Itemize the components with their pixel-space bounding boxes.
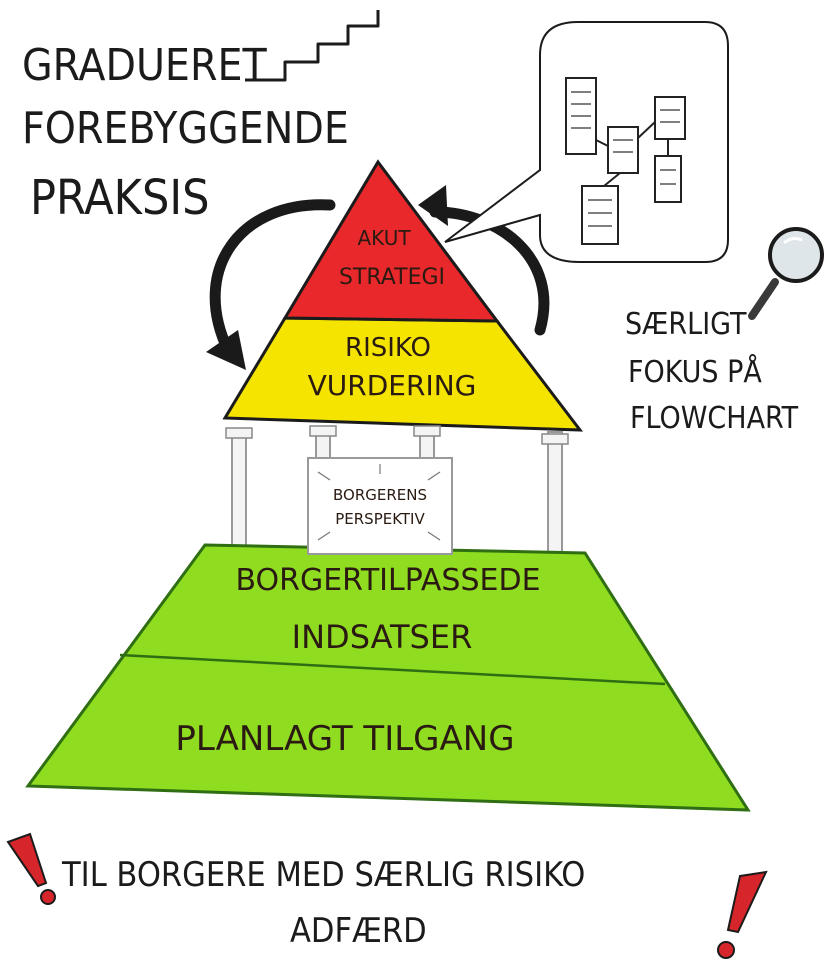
hand-icon — [225, 427, 253, 439]
cycle-arrows — [206, 185, 550, 370]
base-upper-line-2: INDSATSER — [292, 618, 473, 656]
cycle-arrow-right — [429, 206, 550, 336]
hands — [225, 425, 569, 445]
base-lower-label: PLANLAGT TILGANG — [175, 719, 514, 759]
footer-line-1: TIL BORGERE MED SÆRLIG RISIKO — [61, 855, 585, 895]
exclamation-icon — [6, 832, 56, 905]
middle-line-1: RISIKO — [345, 333, 431, 363]
side-note-line-2: FOKUS PÅ — [628, 354, 762, 390]
flowchart-bubble-icon — [444, 21, 729, 263]
base-divider — [119, 653, 666, 686]
arrowhead-left-icon — [206, 330, 246, 370]
title-line-2: FOREBYGGENDE — [22, 103, 349, 154]
middle-line-2: VURDERING — [308, 369, 477, 402]
title-line-1: GRADUERET — [22, 40, 267, 91]
sign-line-1: BORGERENS — [333, 486, 427, 504]
title-line-3: PRAKSIS — [30, 170, 210, 226]
side-note: SÆRLIGT FOKUS PÅ FLOWCHART — [625, 307, 799, 436]
side-note-line-1: SÆRLIGT — [625, 307, 747, 342]
footer-line-2: ADFÆRD — [290, 911, 427, 951]
staircase-icon — [245, 10, 380, 82]
pyramid-top — [282, 159, 501, 323]
hand-icon — [541, 433, 569, 445]
hand-icon — [309, 425, 337, 437]
top-line-1: AKUT — [357, 226, 411, 250]
top-line-2: STRATEGI — [339, 265, 445, 290]
magnifier-icon — [748, 227, 824, 320]
hand-icon — [413, 425, 441, 437]
arrowhead-right-icon — [418, 185, 448, 226]
cycle-arrow-left — [209, 199, 336, 356]
title-block: GRADUERET FOREBYGGENDE PRAKSIS — [22, 40, 349, 226]
perspective-sign: BORGERENS PERSPEKTIV — [307, 457, 453, 555]
side-note-line-3: FLOWCHART — [630, 401, 799, 436]
base-upper-line-1: BORGERTILPASSEDE — [235, 563, 540, 598]
pyramid-base — [25, 543, 751, 812]
sign-line-2: PERSPEKTIV — [335, 510, 425, 528]
exclamation-icon — [717, 870, 768, 959]
